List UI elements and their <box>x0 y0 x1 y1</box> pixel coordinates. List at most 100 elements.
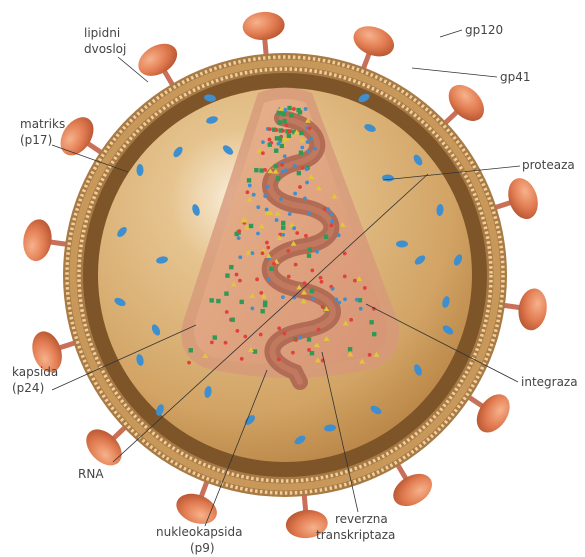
core-particle <box>255 277 259 281</box>
core-particle <box>369 320 373 324</box>
core-particle <box>304 234 308 238</box>
core-particle <box>229 265 233 269</box>
label-matriks-line1: matriks <box>20 117 65 131</box>
label-nukleokapsida-line1: nukleokapsida <box>156 525 242 539</box>
core-particle <box>235 273 239 277</box>
core-particle <box>256 232 260 236</box>
core-particle <box>368 353 372 357</box>
core-particle <box>280 144 284 148</box>
core-particle <box>283 154 287 158</box>
core-particle <box>263 301 267 305</box>
core-particle <box>348 347 352 351</box>
core-particle <box>274 128 278 132</box>
core-particle <box>245 190 249 194</box>
core-particle <box>343 274 347 278</box>
core-particle <box>300 145 304 149</box>
core-particle <box>281 233 285 237</box>
core-particle <box>303 281 307 285</box>
core-particle <box>326 207 330 211</box>
core-particle <box>307 253 311 257</box>
core-particle <box>281 221 285 225</box>
core-particle <box>275 218 279 222</box>
core-particle <box>337 301 341 305</box>
core-particle <box>263 194 267 198</box>
core-particle <box>249 224 253 228</box>
core-particle <box>259 333 263 337</box>
gp120-knob <box>387 462 437 512</box>
core-particle <box>298 336 302 340</box>
core-particle <box>329 224 333 228</box>
core-particle <box>281 225 285 229</box>
core-particle <box>293 164 297 168</box>
core-particle <box>323 207 327 211</box>
core-particle <box>299 151 303 155</box>
core-particle <box>292 107 296 111</box>
core-particle <box>265 208 269 212</box>
core-particle <box>277 357 281 361</box>
label-reverzna-line2: transkriptaza <box>316 528 395 542</box>
core-particle <box>331 287 335 291</box>
core-particle <box>187 361 191 365</box>
core-particle <box>189 348 193 352</box>
core-particle <box>343 251 347 255</box>
gp120-knob <box>79 423 128 473</box>
core-particle <box>330 219 334 223</box>
core-particle <box>311 297 315 301</box>
core-particle <box>294 263 298 267</box>
label-nukleokapsida-line2: (p9) <box>190 541 215 555</box>
core-particle <box>293 192 297 196</box>
gp120-knob <box>133 37 183 87</box>
core-particle <box>280 163 284 167</box>
core-particle <box>268 127 272 131</box>
core-particle <box>294 338 298 342</box>
core-particle <box>308 126 312 130</box>
core-particle <box>363 286 367 290</box>
gp120-knob <box>493 174 543 223</box>
label-kapsida-line1: kapsida <box>12 365 58 379</box>
core-particle <box>259 291 263 295</box>
core-particle <box>315 250 319 254</box>
core-particle <box>266 185 270 189</box>
gp120-knob <box>501 287 549 332</box>
core-particle <box>349 318 353 322</box>
core-particle <box>261 140 265 144</box>
core-particle <box>298 110 302 114</box>
core-particle <box>261 251 265 255</box>
core-particle <box>213 335 217 339</box>
core-particle <box>286 249 290 253</box>
core-particle <box>307 337 311 341</box>
core-particle <box>337 233 341 237</box>
gp120-knob <box>242 10 286 58</box>
core-particle <box>305 181 309 185</box>
core-particle <box>353 279 357 283</box>
core-particle <box>216 299 220 303</box>
core-particle <box>269 267 273 271</box>
core-particle <box>265 241 269 245</box>
core-particle <box>272 262 276 266</box>
core-particle <box>277 142 281 146</box>
core-particle <box>299 131 303 135</box>
core-particle <box>281 112 285 116</box>
label-gp41: gp41 <box>500 70 531 84</box>
core-particle <box>287 275 291 279</box>
core-particle <box>287 134 291 138</box>
core-particle <box>317 328 321 332</box>
core-particle <box>301 166 305 170</box>
core-particle <box>225 310 229 314</box>
matrix-protein <box>137 164 144 176</box>
core-particle <box>287 106 291 110</box>
core-particle <box>320 280 324 284</box>
label-gp120: gp120 <box>465 23 503 37</box>
core-particle <box>284 168 288 172</box>
core-particle <box>237 229 241 233</box>
core-particle <box>321 305 325 309</box>
gp120-knob <box>349 21 398 71</box>
core-particle <box>306 149 310 153</box>
gp120-knob <box>21 217 69 262</box>
core-particle <box>268 138 272 142</box>
core-particle <box>285 124 289 128</box>
core-particle <box>278 136 282 140</box>
core-particle <box>309 137 313 141</box>
label-integraza: integraza <box>521 375 578 389</box>
core-particle <box>292 226 296 230</box>
